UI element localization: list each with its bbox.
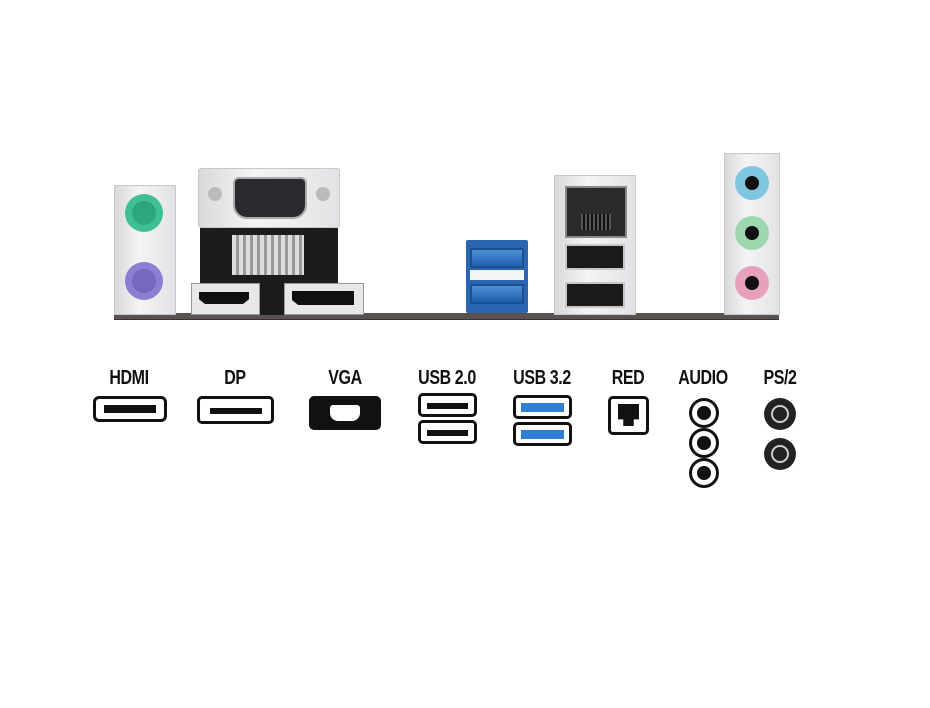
usb32-icon <box>513 395 572 419</box>
legend-label-usb32: USB 3.2 <box>513 367 571 389</box>
displayport-port <box>284 283 364 315</box>
legend-label-ps2: PS/2 <box>763 367 797 389</box>
audio-jack-icon <box>689 398 719 428</box>
audio-panel <box>724 153 780 315</box>
heatsink-fins <box>232 235 304 275</box>
legend-label-hdmi: HDMI <box>109 367 149 389</box>
ps2-mouse-port <box>125 262 163 300</box>
audio-line-out-jack <box>735 216 769 250</box>
legend-label-usb20: USB 2.0 <box>418 367 476 389</box>
ps2-icon <box>764 398 796 430</box>
displayport-icon <box>197 396 274 424</box>
ethernet-icon <box>608 396 649 435</box>
usb20-icon <box>418 420 477 444</box>
hdmi-icon <box>93 396 167 422</box>
hdmi-port <box>191 283 260 315</box>
lan-usb-panel <box>554 175 636 315</box>
vga-connector <box>233 177 307 219</box>
usb32-port <box>470 248 524 268</box>
usb20-port <box>565 244 625 270</box>
ps2-icon <box>764 438 796 470</box>
audio-jack-icon <box>689 458 719 488</box>
vga-icon <box>309 396 381 430</box>
audio-line-in-jack <box>735 166 769 200</box>
vga-port <box>198 168 340 228</box>
legend-label-vga: VGA <box>328 367 362 389</box>
video-port-housing <box>200 225 338 315</box>
usb20-port <box>565 282 625 308</box>
ps2-keyboard-port <box>125 194 163 232</box>
vga-screw <box>208 187 222 201</box>
legend-label-dp: DP <box>224 367 246 389</box>
audio-mic-jack <box>735 266 769 300</box>
rj45-port <box>565 186 627 238</box>
usb32-icon <box>513 422 572 446</box>
audio-jack-icon <box>689 428 719 458</box>
vga-screw <box>316 187 330 201</box>
io-shield-baseplate <box>114 313 779 320</box>
legend-label-red: RED <box>611 367 645 389</box>
ps2-port-panel <box>114 185 176 315</box>
usb20-icon <box>418 393 477 417</box>
usb32-port-stack <box>466 240 528 313</box>
legend-label-audio: AUDIO <box>678 367 728 389</box>
usb32-port <box>470 284 524 304</box>
